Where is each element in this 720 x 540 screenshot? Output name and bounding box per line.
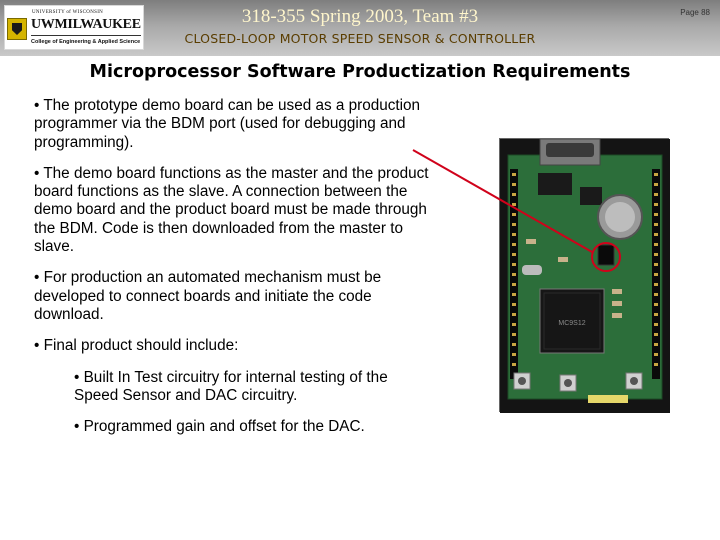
- chip-label: MC9S12: [558, 320, 585, 327]
- logo-divider: [31, 35, 141, 36]
- course-title: 318-355 Spring 2003, Team #3: [241, 6, 479, 27]
- logo-emblem-icon: [7, 18, 27, 40]
- project-subtitle: CLOSED-LOOP MOTOR SPEED SENSOR & CONTROL…: [184, 31, 536, 46]
- sub-bullet-1: • Built In Test circuitry for internal t…: [74, 368, 388, 404]
- logo-top-text: UNIVERSITY of WISCONSIN: [32, 10, 104, 15]
- demo-board-photo: MC9S12: [499, 138, 670, 413]
- bullet-4: • Final product should include:: [34, 337, 239, 355]
- logo-sub-text: College of Engineering & Applied Science: [31, 39, 141, 45]
- slide-title: Microprocessor Software Productization R…: [89, 62, 631, 82]
- slide-body: • The prototype demo board can be used a…: [34, 97, 434, 449]
- page-number: Page 88: [680, 8, 710, 17]
- bdm-highlight-circle: [591, 242, 621, 272]
- bullet-3: • For production an automated mechanism …: [34, 269, 382, 323]
- header-band: UNIVERSITY of WISCONSIN UWMILWAUKEE Coll…: [0, 0, 720, 56]
- circuit-board-illustration: MC9S12: [500, 138, 670, 413]
- university-logo: UNIVERSITY of WISCONSIN UWMILWAUKEE Coll…: [4, 5, 144, 50]
- logo-main-text: UWMILWAUKEE: [31, 17, 141, 32]
- bullet-1: • The prototype demo board can be used a…: [34, 97, 421, 151]
- bullet-2: • The demo board functions as the master…: [34, 164, 429, 256]
- sub-bullet-2: • Programmed gain and offset for the DAC…: [74, 418, 365, 436]
